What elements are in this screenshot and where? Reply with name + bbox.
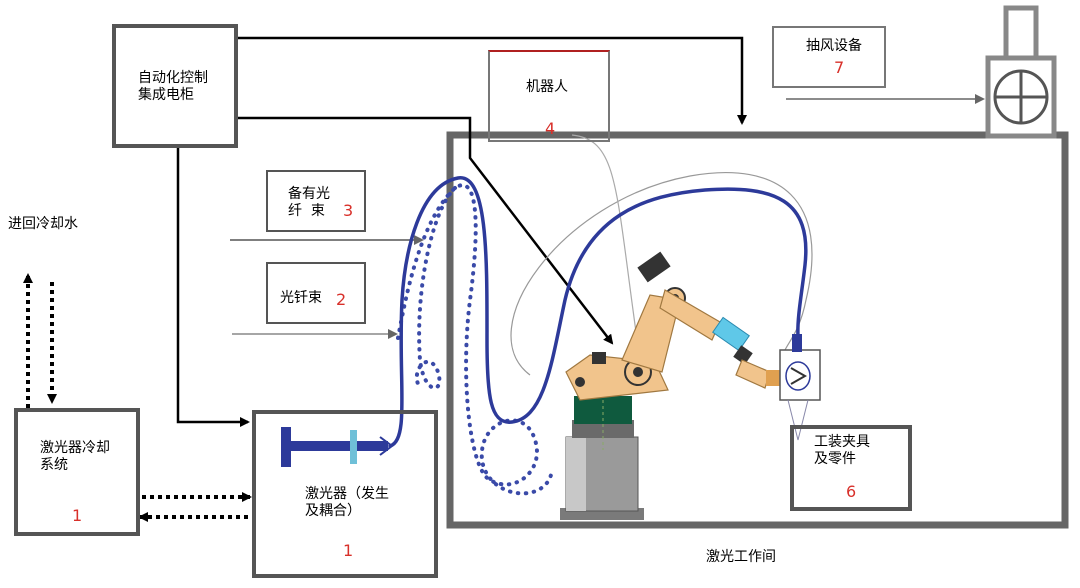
fiber-bundle-label: 光钎束 [280, 290, 322, 306]
laser-cooling-box [14, 408, 140, 536]
robot-label: 机器人 [526, 79, 568, 95]
control-line-to-robot [238, 116, 614, 345]
cooling-water-label: 进回冷却水 [8, 216, 78, 232]
industrial-robot [560, 251, 782, 520]
main-fiber-cable [388, 176, 808, 448]
fiber-bundle-number: 2 [336, 290, 347, 309]
robot-cable-loop [510, 172, 813, 376]
robot-box [488, 50, 610, 142]
robot-number: 4 [545, 119, 556, 138]
fixture-label: 工装夹具 及零件 [814, 434, 870, 467]
spare-fiber-number: 3 [343, 201, 354, 220]
laser-source-label: 激光器（发生 及耦合） [305, 486, 389, 519]
laser-source-number: 1 [343, 541, 354, 560]
exhaust-fan-unit [985, 5, 1057, 139]
fiber-bundle-box [266, 262, 366, 324]
laser-head [779, 334, 821, 441]
laser-cooling-number: 1 [72, 506, 83, 525]
spare-fiber-box [266, 170, 366, 232]
laser-source-box [252, 410, 438, 578]
control-line-to-exhaust [238, 36, 747, 125]
robot-signal-cable [571, 134, 641, 361]
workroom-label: 激光工作间 [706, 549, 776, 565]
control-cabinet-box [112, 24, 238, 148]
exhaust-label: 抽风设备 [806, 38, 862, 54]
control-line-to-laser [176, 148, 250, 427]
exhaust-number: 7 [834, 58, 845, 77]
spare-fiber-coil [396, 183, 554, 496]
spare-fiber-label: 备有光 纤 束 [288, 186, 330, 219]
control-cabinet-label: 自动化控制 集成电柜 [138, 70, 208, 103]
exhaust-box [772, 26, 886, 88]
workroom-frame [446, 131, 1069, 529]
laser-cooling-label: 激光器冷却 系统 [40, 440, 110, 473]
fixture-number: 6 [846, 482, 857, 501]
fixture-box [790, 425, 912, 511]
